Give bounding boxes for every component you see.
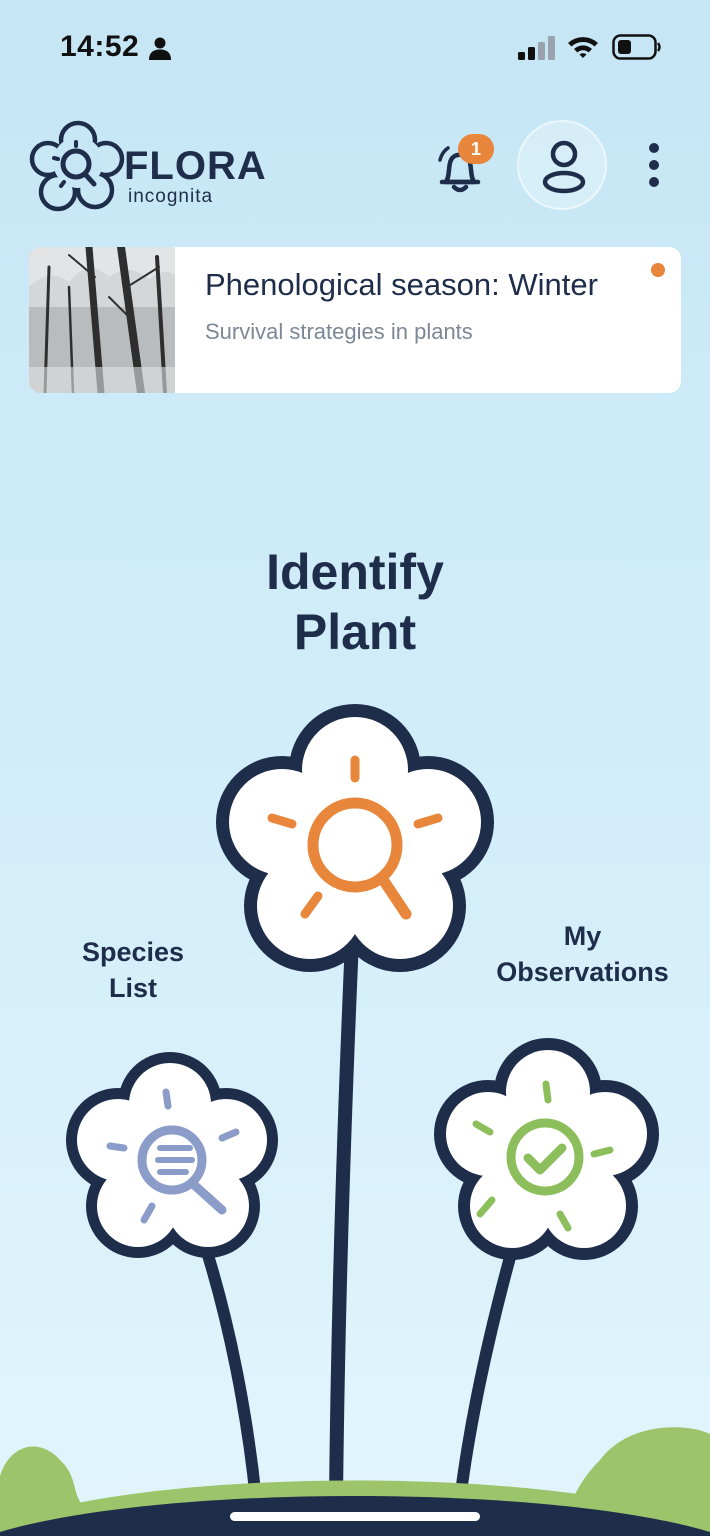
app-header: FLORA incognita 1: [0, 110, 710, 220]
home-indicator: [230, 1512, 480, 1521]
battery-icon: [612, 34, 661, 60]
logo-subtitle: incognita: [128, 186, 214, 207]
winter-forest-image: [29, 247, 175, 393]
notifications-button[interactable]: 1: [428, 130, 494, 194]
unread-indicator-dot: [651, 263, 665, 277]
my-observations-flower[interactable]: [434, 1038, 659, 1260]
more-options-button[interactable]: [632, 138, 676, 194]
species-list-flower[interactable]: [66, 1052, 278, 1258]
status-bar: 14:52: [0, 0, 710, 90]
more-vertical-icon: [649, 143, 659, 187]
identify-plant-flower[interactable]: [216, 704, 494, 972]
season-title: Phenological season: Winter: [205, 267, 598, 302]
notification-count-badge: 1: [458, 134, 494, 164]
search-list-icon: [106, 1088, 240, 1224]
season-news-card[interactable]: Phenological season: Winter Survival str…: [29, 247, 681, 393]
ground-hill: [0, 1427, 710, 1536]
profile-button[interactable]: [517, 120, 607, 210]
wifi-icon: [568, 37, 598, 58]
signal-icon: [518, 36, 555, 60]
magnifier-orange-icon: [267, 755, 443, 920]
flower-logo-icon: [29, 120, 125, 212]
status-time: 14:52: [60, 30, 140, 63]
my-observations-label[interactable]: My Observations: [496, 921, 669, 987]
flora-incognita-logo: FLORA incognita: [28, 114, 266, 218]
logo-title: FLORA: [124, 144, 267, 188]
check-circle-icon: [472, 1080, 614, 1232]
species-list-label[interactable]: Species List: [81, 937, 185, 1003]
identify-plant-label[interactable]: Identify Plant: [266, 544, 444, 660]
season-subtitle: Survival strategies in plants: [205, 319, 473, 344]
profile-icon: [542, 140, 586, 194]
person-icon: [149, 37, 171, 60]
